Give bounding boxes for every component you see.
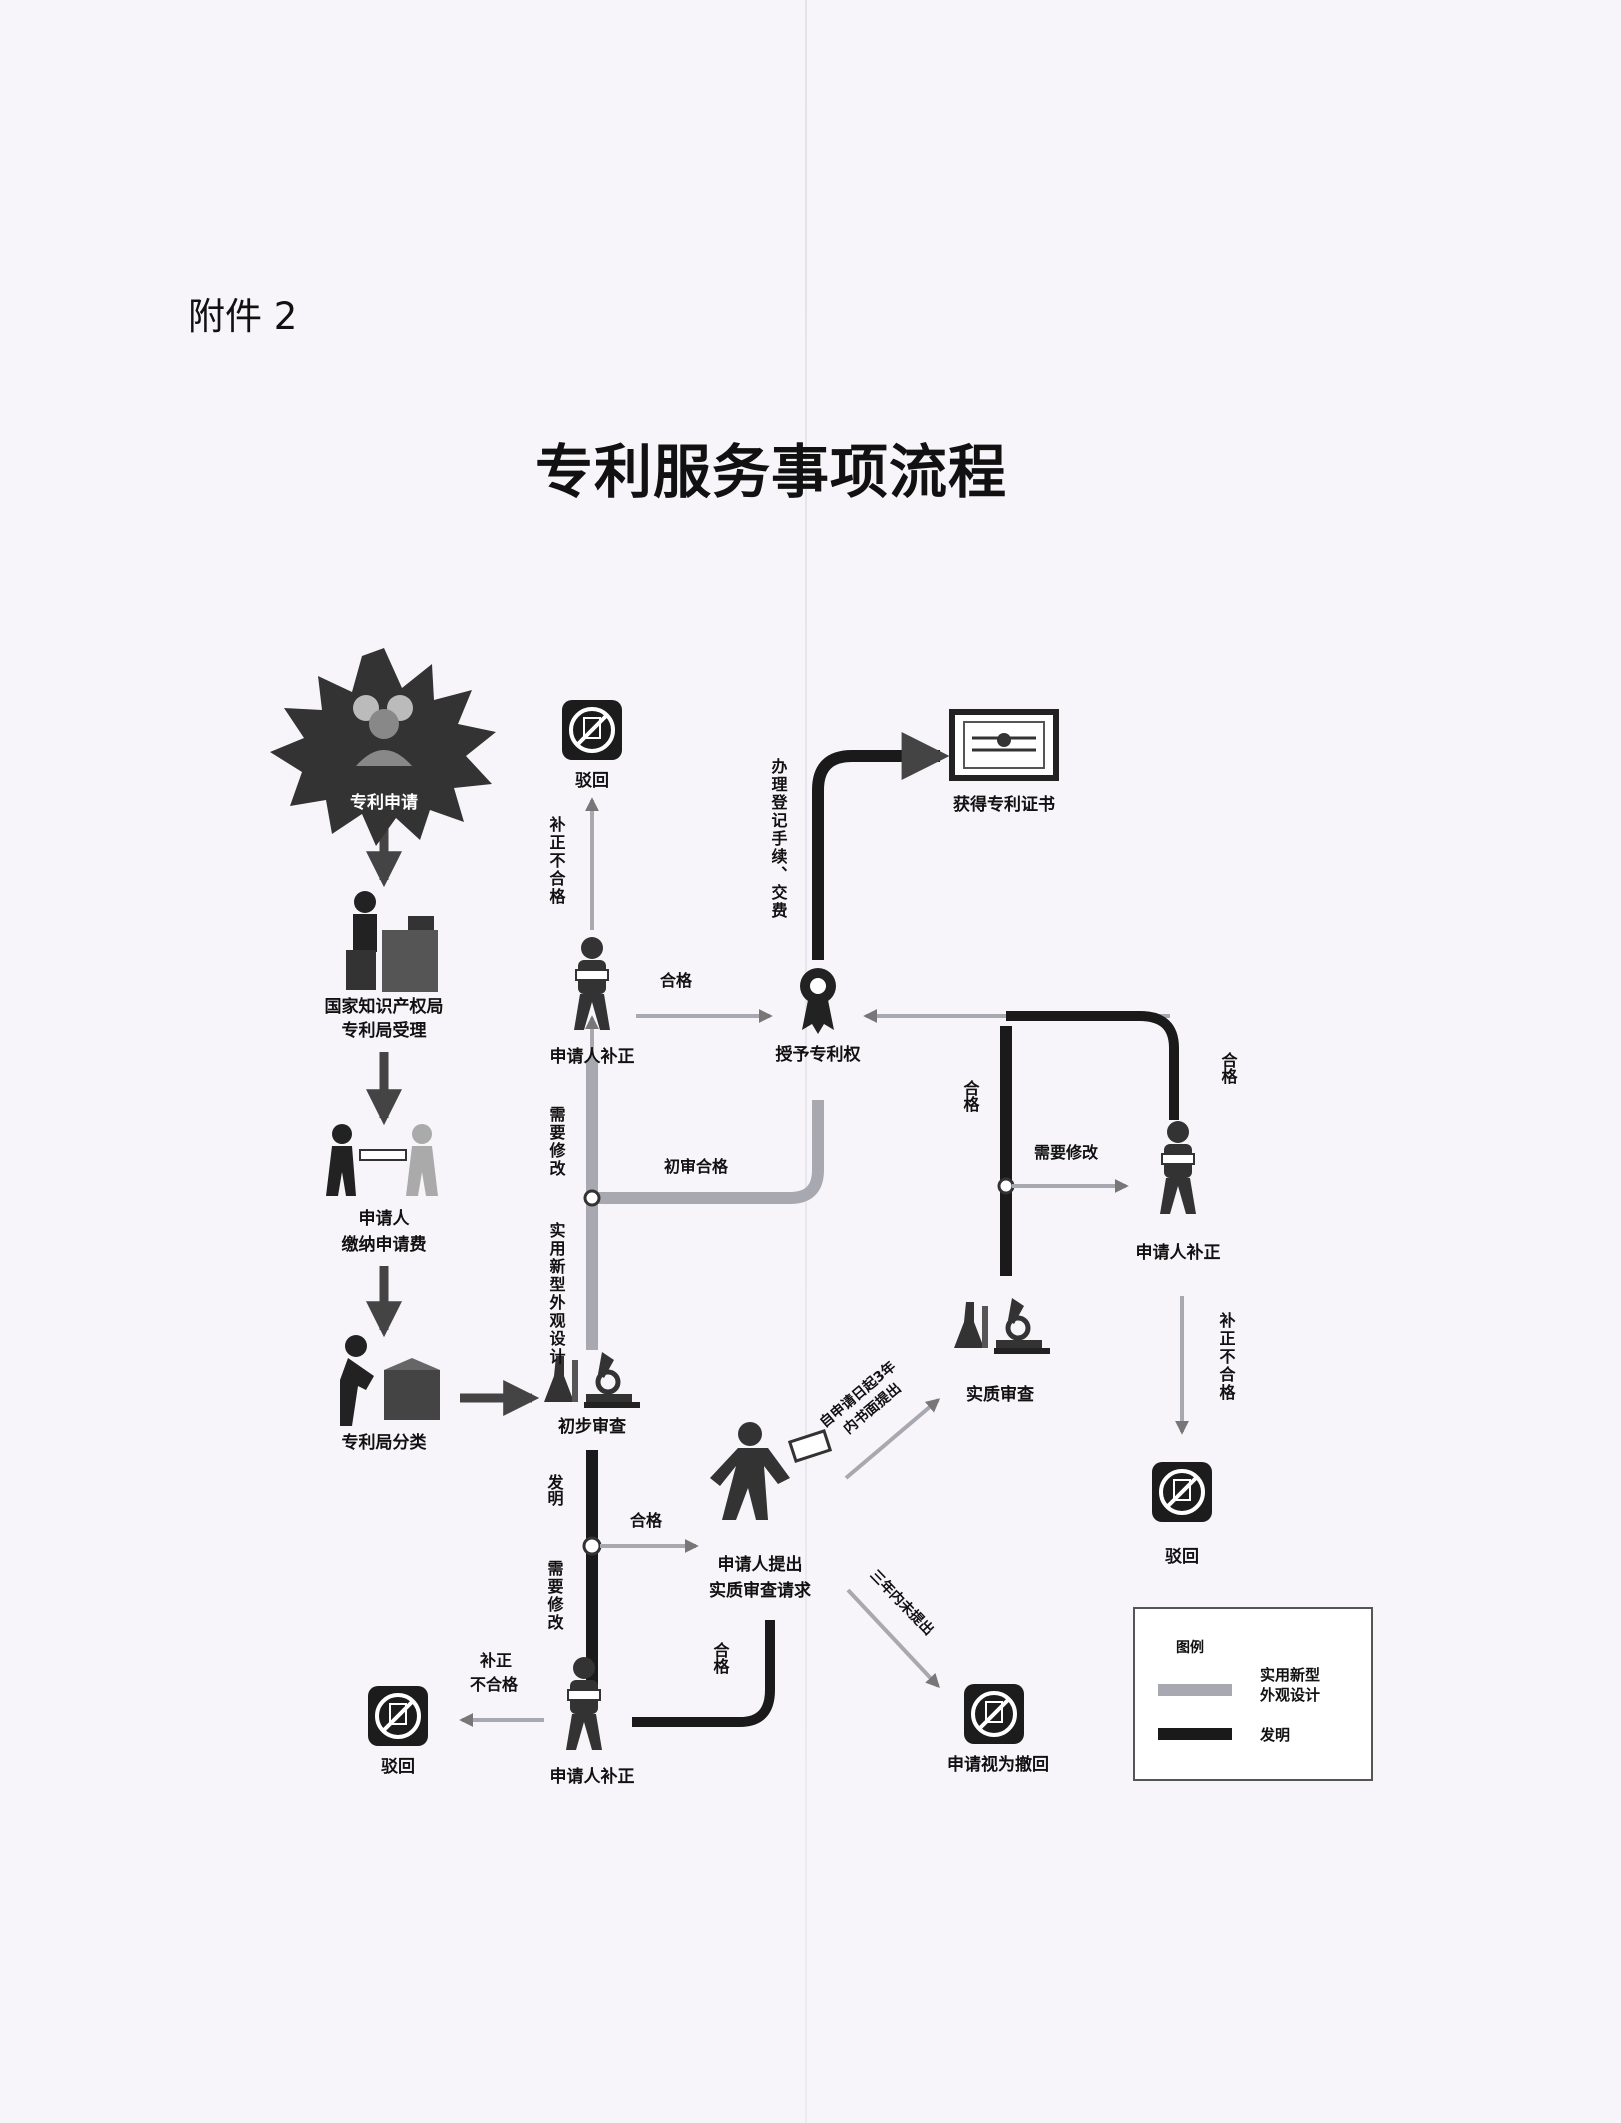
edge-qualified-top: 合格 xyxy=(660,971,693,990)
legend-title: 图例 xyxy=(1176,1639,1204,1656)
walking-applicant-icon xyxy=(710,1422,833,1520)
grant-node: 授予专利权 xyxy=(776,968,862,1065)
reject-icon-right xyxy=(1150,1460,1214,1524)
rejected-bottom-label: 驳回 xyxy=(381,1757,415,1777)
applicant-icon-right xyxy=(1159,1120,1197,1215)
request-label-1: 申请人提出 xyxy=(718,1554,803,1575)
pay-fee-node: 申请人 缴纳申请费 xyxy=(326,1124,438,1255)
withdrawn-node: 申请视为撤回 xyxy=(947,1682,1049,1775)
edge-correction-fail-bottom-1: 补正 xyxy=(479,1651,512,1670)
lab-icon-substantive xyxy=(954,1298,1050,1354)
office-label-1: 国家知识产权局 xyxy=(325,996,444,1017)
legend-utility-1: 实用新型 xyxy=(1260,1666,1320,1684)
edge-correction-fail-right: 补正不合格 xyxy=(1217,1311,1237,1402)
path-grant-to-certificate xyxy=(812,732,950,960)
path-bottom-to-request xyxy=(632,1620,775,1727)
rejected-bottom-node: 驳回 xyxy=(366,1684,430,1777)
correction-right-label: 申请人补正 xyxy=(1136,1242,1221,1263)
correction-top-label: 申请人补正 xyxy=(550,1046,635,1067)
edge-needs-revision-top: 需要修改 xyxy=(547,1105,567,1178)
arrow-request-to-withdrawn xyxy=(846,1588,940,1689)
attachment-label: 附件 2 xyxy=(188,295,298,338)
withdrawn-label: 申请视为撤回 xyxy=(947,1754,1049,1775)
edge-invention: 发明 xyxy=(545,1473,565,1507)
edge-not-within-3-years: 三年内未提出 xyxy=(867,1566,938,1638)
certificate-icon xyxy=(949,709,1059,781)
substantive-node: 实质审查 xyxy=(954,1298,1050,1405)
sorting-boxes-icon xyxy=(340,1335,440,1426)
edge-register-fee: 办理登记手续、交费 xyxy=(769,757,789,920)
correction-bottom-node: 申请人补正 xyxy=(550,1656,635,1787)
legend-utility-2: 外观设计 xyxy=(1259,1686,1320,1704)
rejected-right-label: 驳回 xyxy=(1165,1547,1199,1567)
edge-correction-fail-top: 补正不合格 xyxy=(547,815,567,906)
officer-at-desk-icon xyxy=(346,891,438,992)
pay-fee-label-2: 缴纳申请费 xyxy=(342,1234,427,1255)
correction-right-node: 申请人补正 xyxy=(1136,1120,1221,1263)
apply-node: 专利申请 xyxy=(270,648,496,846)
apply-label: 专利申请 xyxy=(350,792,418,813)
path-prelim-pass xyxy=(592,1100,824,1204)
rejected-right-node: 驳回 xyxy=(1150,1460,1214,1567)
edge-qualified-mid: 合格 xyxy=(630,1511,663,1530)
legend-invention: 发明 xyxy=(1259,1726,1290,1744)
preliminary-label: 初步审查 xyxy=(558,1416,627,1437)
reject-icon xyxy=(560,698,624,762)
correction-top-node: 申请人补正 xyxy=(550,936,635,1067)
classify-node: 专利局分类 xyxy=(340,1335,440,1453)
page-fold xyxy=(805,0,807,2123)
rejected-top-label: 驳回 xyxy=(575,771,609,791)
page-title: 专利服务事项流程 xyxy=(535,438,1008,506)
pay-fee-label-1: 申请人 xyxy=(359,1208,411,1229)
request-node: 申请人提出 实质审查请求 xyxy=(709,1422,833,1601)
edge-preliminary-pass: 初审合格 xyxy=(664,1157,729,1176)
preliminary-node: 初步审查 xyxy=(544,1352,640,1437)
classify-label: 专利局分类 xyxy=(342,1432,428,1453)
edge-qualified-right: 合格 xyxy=(1219,1051,1238,1085)
applicant-icon xyxy=(573,936,611,1031)
office-node: 国家知识产权局 专利局受理 xyxy=(325,891,444,1041)
edge-utility-design: 实用新型外观设计 xyxy=(547,1221,567,1366)
substantive-label: 实质审查 xyxy=(966,1384,1035,1405)
edge-needs-revision-bottom: 需要修改 xyxy=(545,1559,565,1632)
edge-needs-revision-right: 需要修改 xyxy=(1034,1143,1099,1162)
withdrawn-icon xyxy=(962,1682,1026,1746)
reject-icon-bottom xyxy=(366,1684,430,1748)
edge-qualified-bottom: 合格 xyxy=(711,1641,730,1675)
handover-icon xyxy=(326,1124,438,1196)
award-ribbon-icon xyxy=(800,968,836,1034)
arrow-request-to-substantive xyxy=(844,1398,941,1480)
edge-qualified-vertical: 合格 xyxy=(961,1079,980,1113)
certificate-node: 获得专利证书 xyxy=(949,709,1059,815)
certificate-label: 获得专利证书 xyxy=(953,794,1055,815)
edge-correction-fail-bottom-2: 不合格 xyxy=(470,1675,519,1694)
request-label-2: 实质审查请求 xyxy=(709,1580,811,1601)
legend: 图例 实用新型 外观设计 发明 xyxy=(1133,1607,1373,1781)
grant-label: 授予专利权 xyxy=(776,1044,862,1065)
office-label-2: 专利局受理 xyxy=(342,1020,427,1041)
rejected-top-node: 驳回 xyxy=(560,698,624,791)
correction-bottom-label: 申请人补正 xyxy=(550,1766,635,1787)
path-right-correction-up xyxy=(1006,1011,1179,1120)
